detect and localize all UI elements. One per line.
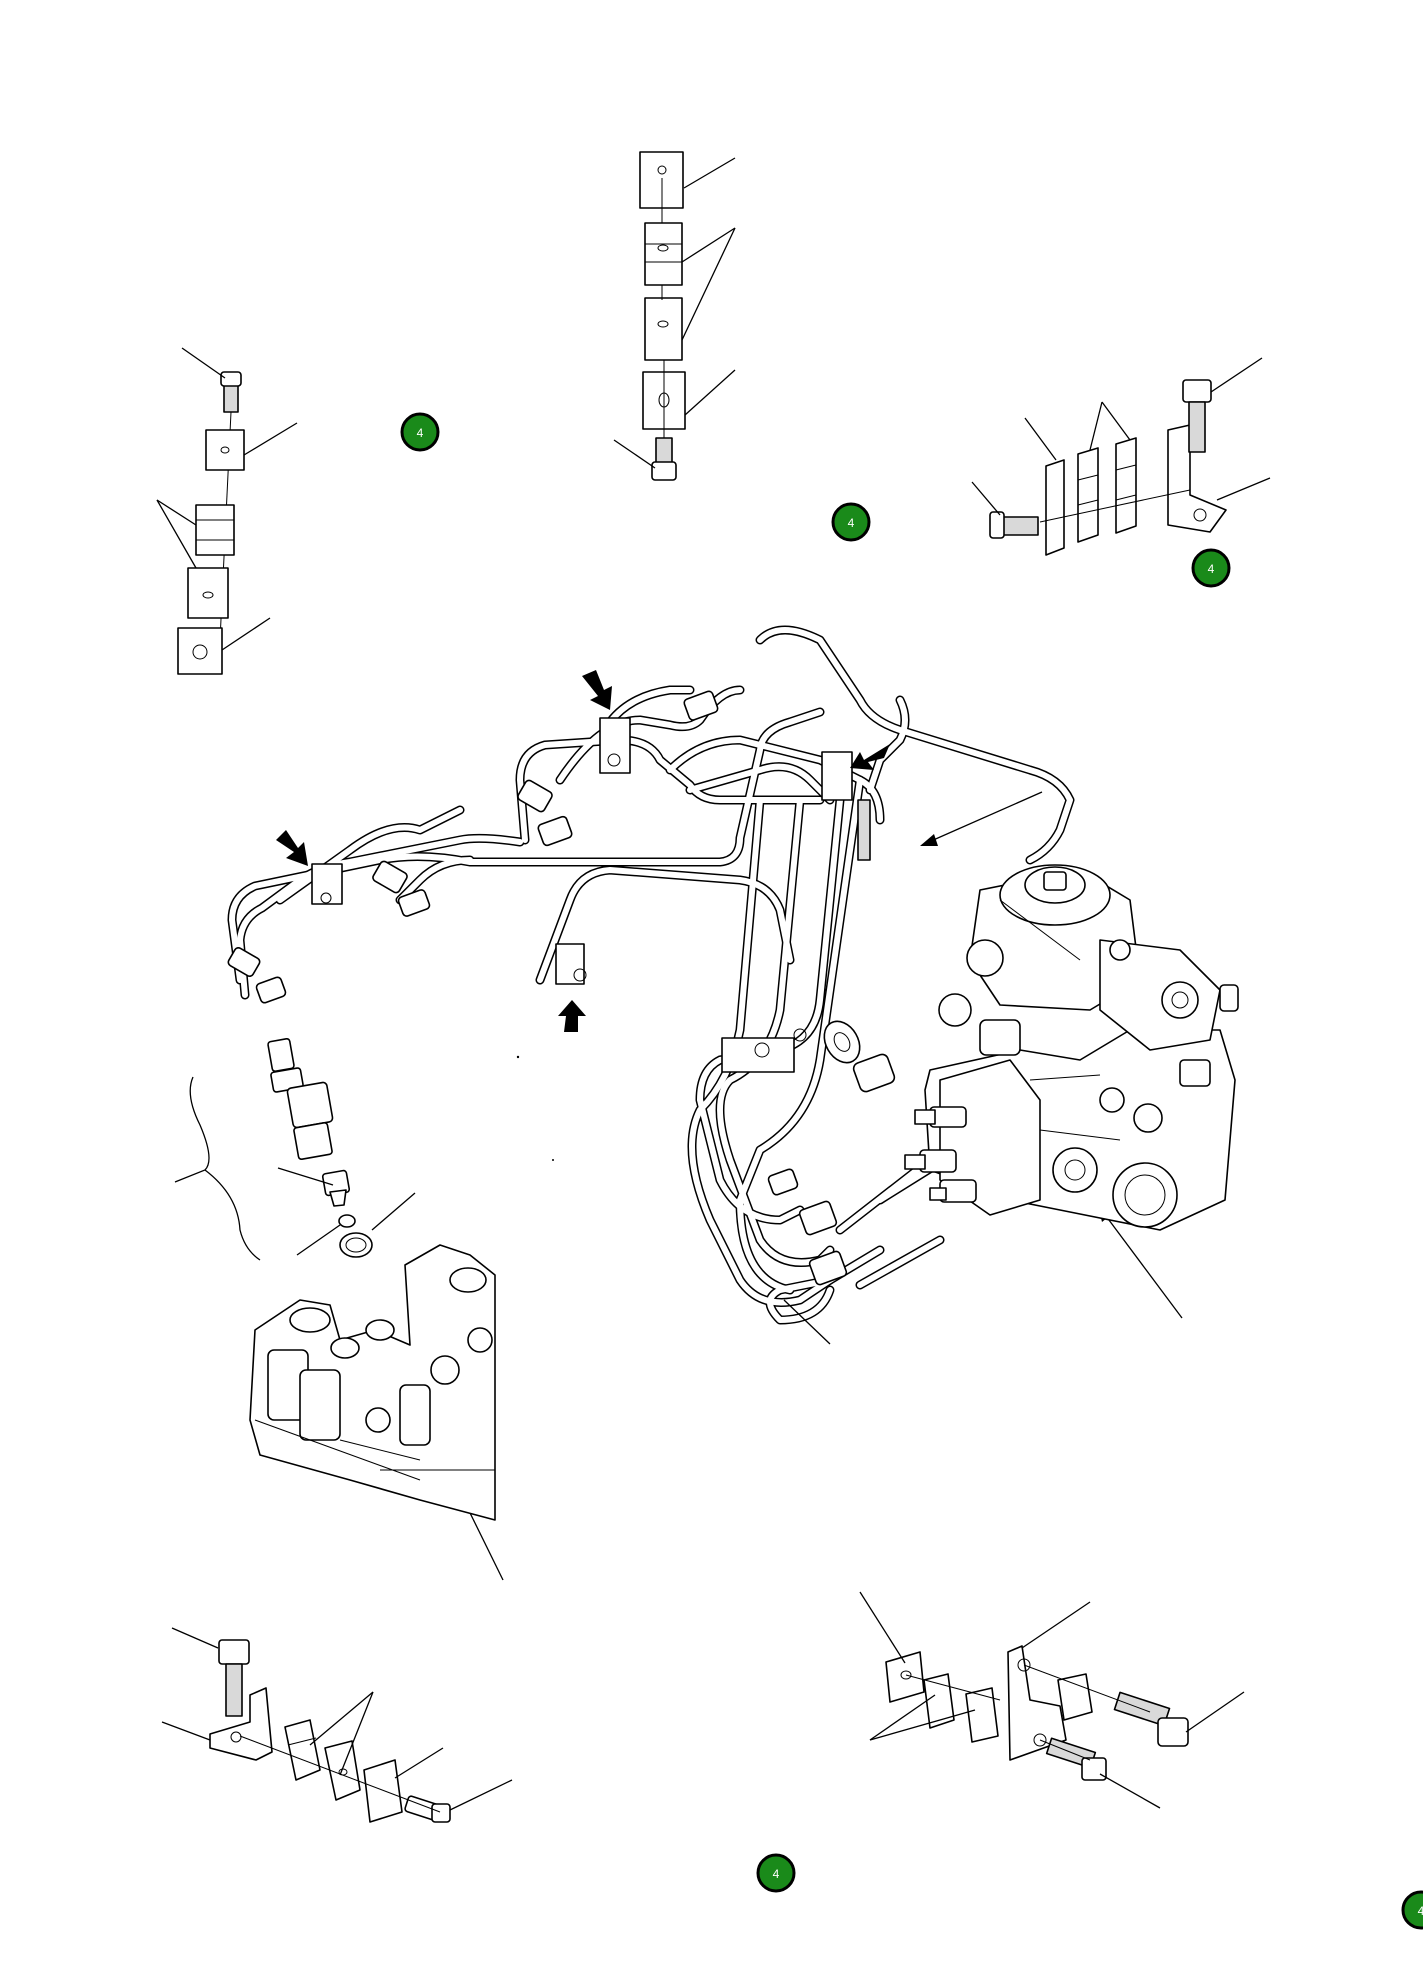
badge-label: 4 — [1418, 1904, 1423, 1918]
reference-badge[interactable]: 4 — [831, 502, 871, 542]
reference-badge[interactable]: 4 — [756, 1853, 796, 1893]
clamp-group-top-right — [971, 357, 1271, 556]
injector-nozzle — [174, 1037, 416, 1261]
clamp-stack-top-center — [613, 151, 736, 481]
clamp-group-bottom-left — [161, 1627, 513, 1823]
clamp-stack-top-left — [156, 347, 298, 675]
cylinder-head — [249, 1244, 496, 1521]
badge-label: 4 — [773, 1867, 780, 1881]
badge-label: 4 — [1208, 562, 1215, 576]
reference-badge[interactable]: 4 — [1401, 1890, 1423, 1930]
attention-arrows — [276, 670, 890, 1032]
badge-label: 4 — [417, 426, 424, 440]
reference-badge[interactable]: 4 — [1191, 548, 1231, 588]
badge-label: 4 — [848, 516, 855, 530]
injection-pipe-assembly — [227, 625, 1075, 1325]
reference-badge[interactable]: 4 — [400, 412, 440, 452]
injection-pump — [904, 864, 1239, 1231]
clamp-group-bottom-right — [859, 1591, 1245, 1809]
